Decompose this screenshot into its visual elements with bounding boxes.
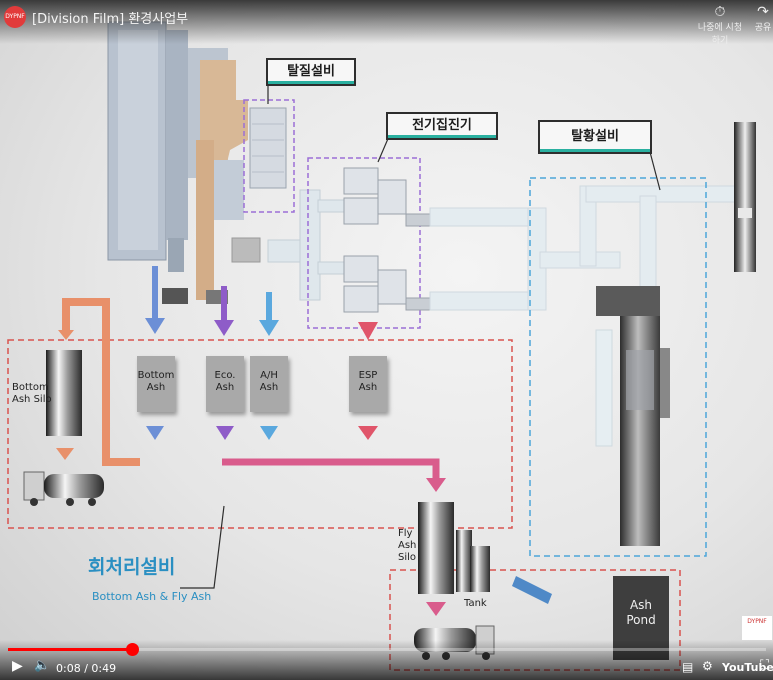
callout-leaders	[180, 86, 661, 589]
time-separator: /	[80, 662, 92, 675]
video-title[interactable]: [Division Film] 환경사업부	[32, 12, 189, 27]
flue-duct	[267, 189, 347, 301]
play-icon[interactable]: ▶	[12, 658, 23, 674]
ash-pond-label-2: Pond	[626, 613, 656, 627]
bottom-ash-label-2: Ash	[146, 382, 166, 393]
progress-scrubber[interactable]	[125, 643, 139, 656]
fly-ash-silo-label-2: Ash	[398, 540, 417, 551]
esp-ash-label-2: Ash	[358, 382, 378, 393]
section-subtitle: Bottom Ash & Fly Ash	[92, 590, 212, 603]
time-display: 0:08 / 0:49	[56, 662, 116, 675]
ah-ash-label-2: Ash	[259, 382, 279, 393]
duration: 0:49	[91, 662, 117, 675]
watch-later-label: 나중에 시청하기	[697, 23, 743, 46]
bottom-ash-label-1: Bottom	[137, 370, 175, 381]
eco-ash-label-2: Ash	[215, 382, 235, 393]
watch-later-button[interactable]: ⏱ 나중에 시청하기	[694, 4, 746, 46]
bottom-ash-silo-label-1: Bottom	[12, 382, 49, 393]
section-title: 회처리설비	[88, 556, 176, 578]
eco-ash-box: Eco.Ash	[206, 356, 244, 412]
bottom-ash-silo-label: Bottom Ash Silo	[12, 382, 52, 406]
denox-unit	[243, 99, 295, 213]
settings-icon[interactable]: ⚙	[702, 659, 713, 673]
current-time: 0:08	[56, 662, 81, 675]
bottom-ash-silo	[46, 350, 82, 436]
fly-ash-conveyor	[222, 458, 440, 478]
share-button[interactable]: ↷ 공유	[752, 4, 773, 33]
share-label: 공유	[754, 23, 772, 33]
ash-pond-pipe	[512, 576, 552, 604]
channel-watermark[interactable]: DYPNF	[742, 616, 772, 640]
fgd-unit	[529, 177, 707, 557]
fly-ash-silo-label: Fly Ash Silo	[398, 528, 416, 564]
bottom-ash-silo-label-2: Ash Silo	[12, 394, 52, 405]
stack	[734, 122, 756, 272]
ah-ash-label-1: A/H	[260, 370, 278, 381]
callout-denox: 탈질설비	[266, 58, 356, 86]
player-top-bar	[0, 0, 773, 44]
bottom-ash-truck	[23, 471, 104, 506]
fly-ash-silos	[418, 502, 490, 594]
callout-esp: 전기집진기	[386, 112, 498, 140]
youtube-logo[interactable]: YouTube	[722, 661, 773, 674]
fly-ash-silo-label-1: Fly	[398, 528, 413, 539]
callout-desulfurization: 탈황설비	[538, 120, 652, 154]
boiler	[107, 21, 261, 304]
bottom-ash-conveyor	[62, 298, 140, 466]
bottom-ash-silo-arrow	[58, 330, 74, 340]
volume-icon[interactable]: 🔈	[34, 658, 51, 673]
ash-handling-boundary	[7, 339, 513, 529]
tank-label: Tank	[464, 598, 487, 609]
fly-ash-silo-label-3: Silo	[398, 552, 417, 563]
fly-ash-silo-arrow	[426, 478, 446, 492]
esp-outlet-duct	[429, 185, 747, 311]
progress-fill	[8, 648, 132, 651]
share-icon: ↷	[757, 4, 769, 20]
ash-collection-arrows	[56, 266, 446, 616]
progress-bar[interactable]	[8, 643, 766, 656]
ash-pond-label-1: Ash	[629, 598, 653, 612]
esp-ash-label-1: ESP	[358, 370, 378, 381]
clock-icon: ⏱	[714, 4, 726, 20]
channel-avatar[interactable]: DYPNF	[4, 6, 26, 28]
subtitles-icon[interactable]: ▤	[682, 660, 694, 674]
esp-unit	[307, 157, 435, 329]
eco-ash-label-1: Eco.	[214, 370, 236, 381]
fullscreen-icon[interactable]: ⛶	[760, 658, 770, 673]
